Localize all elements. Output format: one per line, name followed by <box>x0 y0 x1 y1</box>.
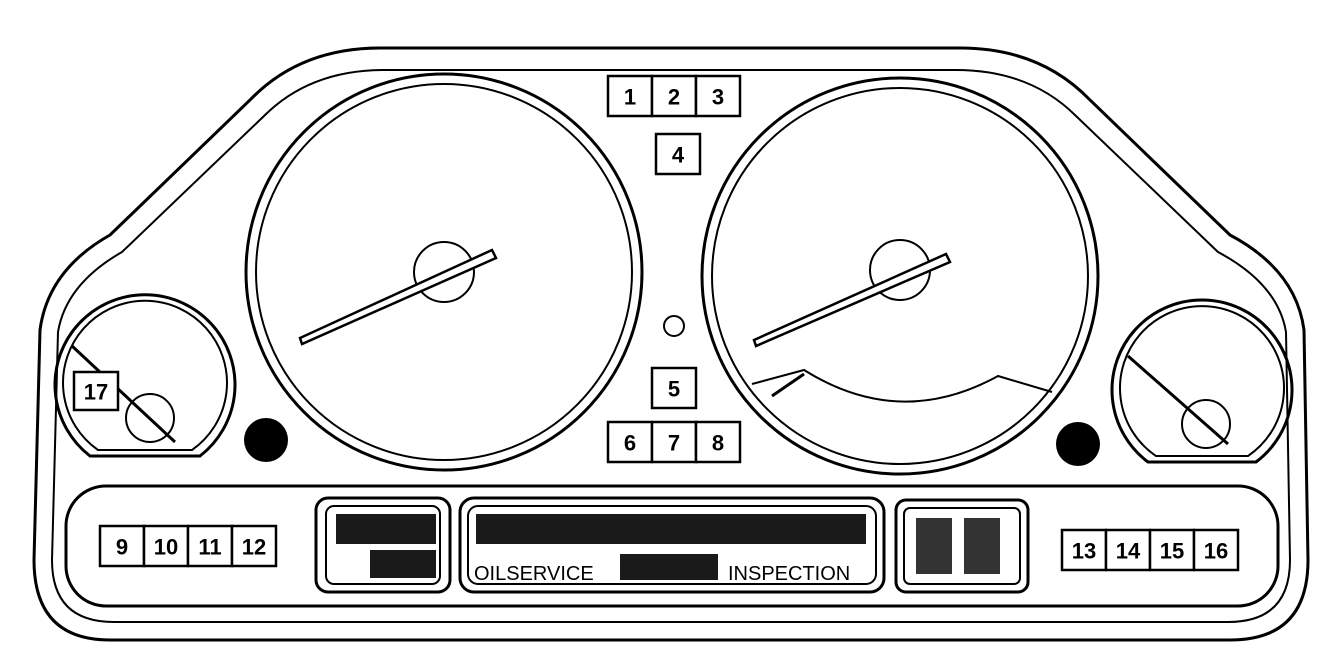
indicator-label-4: 4 <box>672 143 685 168</box>
odometer-display <box>314 496 452 594</box>
indicator-label-8: 8 <box>712 431 724 456</box>
bottom-display-strip: 9 10 11 12 13 14 15 16 <box>64 484 1280 608</box>
indicator-label-11: 11 <box>198 535 221 560</box>
temperature-gauge <box>1110 298 1294 464</box>
tachometer-bezel <box>700 76 1100 476</box>
fuel-gauge-hub <box>125 393 175 443</box>
twin-display-frame-inner <box>903 507 1021 585</box>
center-pilot-light <box>663 315 685 337</box>
housing-inner-outline <box>50 69 1292 623</box>
indicator-label-1: 1 <box>624 85 636 110</box>
indicator-label-12: 12 <box>242 535 266 560</box>
fuel-gauge-face <box>62 299 228 451</box>
speedometer-needle <box>298 248 498 346</box>
odometer-total-readout <box>336 514 436 544</box>
fuel-gauge-needle <box>70 344 177 444</box>
indicator-box-10 <box>142 524 190 568</box>
temperature-gauge-face <box>1119 305 1285 457</box>
fuel-gauge <box>53 293 237 458</box>
twin-display-right-segment <box>964 518 1000 574</box>
inspection-label: INSPECTION <box>728 563 850 585</box>
speedometer <box>244 72 644 472</box>
indicator-box-7 <box>650 420 698 464</box>
temperature-gauge-needle <box>1127 354 1229 446</box>
indicator-box-13 <box>1060 528 1108 572</box>
indicator-top-single: 4 <box>654 132 702 176</box>
indicator-box-12 <box>230 524 278 568</box>
service-interval-lights <box>620 554 718 580</box>
tachometer <box>700 76 1100 476</box>
service-message-bar <box>476 514 866 544</box>
temperature-gauge-hub <box>1181 399 1231 449</box>
indicator-label-17: 17 <box>84 380 108 405</box>
indicator-box-16 <box>1192 528 1240 572</box>
cluster-housing <box>32 46 1310 642</box>
indicator-box-17 <box>72 370 120 412</box>
indicator-box-8 <box>694 420 742 464</box>
bottom-strip-outer <box>64 484 1280 608</box>
housing-outer-outline <box>32 46 1310 642</box>
tachometer-redline-mark <box>771 372 805 398</box>
speedometer-bezel <box>244 72 644 472</box>
indicator-right-row: 13 14 15 16 <box>1060 528 1240 572</box>
indicator-mid-row: 6 7 8 <box>606 420 742 464</box>
indicator-label-6: 6 <box>624 431 636 456</box>
speedometer-hub <box>413 241 475 303</box>
odometer-frame-inner <box>325 505 441 585</box>
indicator-box-4 <box>654 132 702 176</box>
indicator-label-16: 16 <box>1204 539 1228 564</box>
odometer-frame-outer <box>314 496 452 594</box>
indicator-label-5: 5 <box>668 377 680 402</box>
tachometer-needle <box>752 252 952 348</box>
indicator-box-3 <box>694 74 742 118</box>
indicator-label-10: 10 <box>154 535 178 560</box>
indicator-left-row: 9 10 11 12 <box>98 524 278 568</box>
indicator-box-2 <box>650 74 698 118</box>
right-twin-display <box>894 498 1030 594</box>
right-warning-lamp <box>1056 422 1100 466</box>
indicator-box-5 <box>650 366 698 410</box>
speedometer-face <box>255 83 633 461</box>
indicator-top-row: 1 2 3 <box>606 74 742 118</box>
service-frame-inner <box>467 505 877 585</box>
twin-display-left-segment <box>916 518 952 574</box>
tachometer-economy-arc <box>751 368 1053 403</box>
indicator-fuel-box: 17 <box>72 370 120 412</box>
left-warning-lamp <box>244 418 288 462</box>
indicator-box-9 <box>98 524 146 568</box>
indicator-label-2: 2 <box>668 85 680 110</box>
indicator-label-14: 14 <box>1116 539 1141 564</box>
indicator-label-7: 7 <box>668 431 680 456</box>
indicator-mid-single: 5 <box>650 366 698 410</box>
oilservice-label: OILSERVICE <box>474 563 594 585</box>
temperature-gauge-bezel <box>1110 298 1294 464</box>
service-interval-display: OILSERVICE INSPECTION <box>458 496 886 594</box>
indicator-label-9: 9 <box>116 535 128 560</box>
indicator-label-13: 13 <box>1072 539 1096 564</box>
odometer-trip-readout <box>370 550 436 578</box>
twin-display-frame-outer <box>894 498 1030 594</box>
tachometer-face <box>711 87 1089 465</box>
service-frame-outer <box>458 496 886 594</box>
indicator-label-3: 3 <box>712 85 724 110</box>
fuel-gauge-bezel <box>53 293 237 458</box>
indicator-label-15: 15 <box>1160 539 1184 564</box>
